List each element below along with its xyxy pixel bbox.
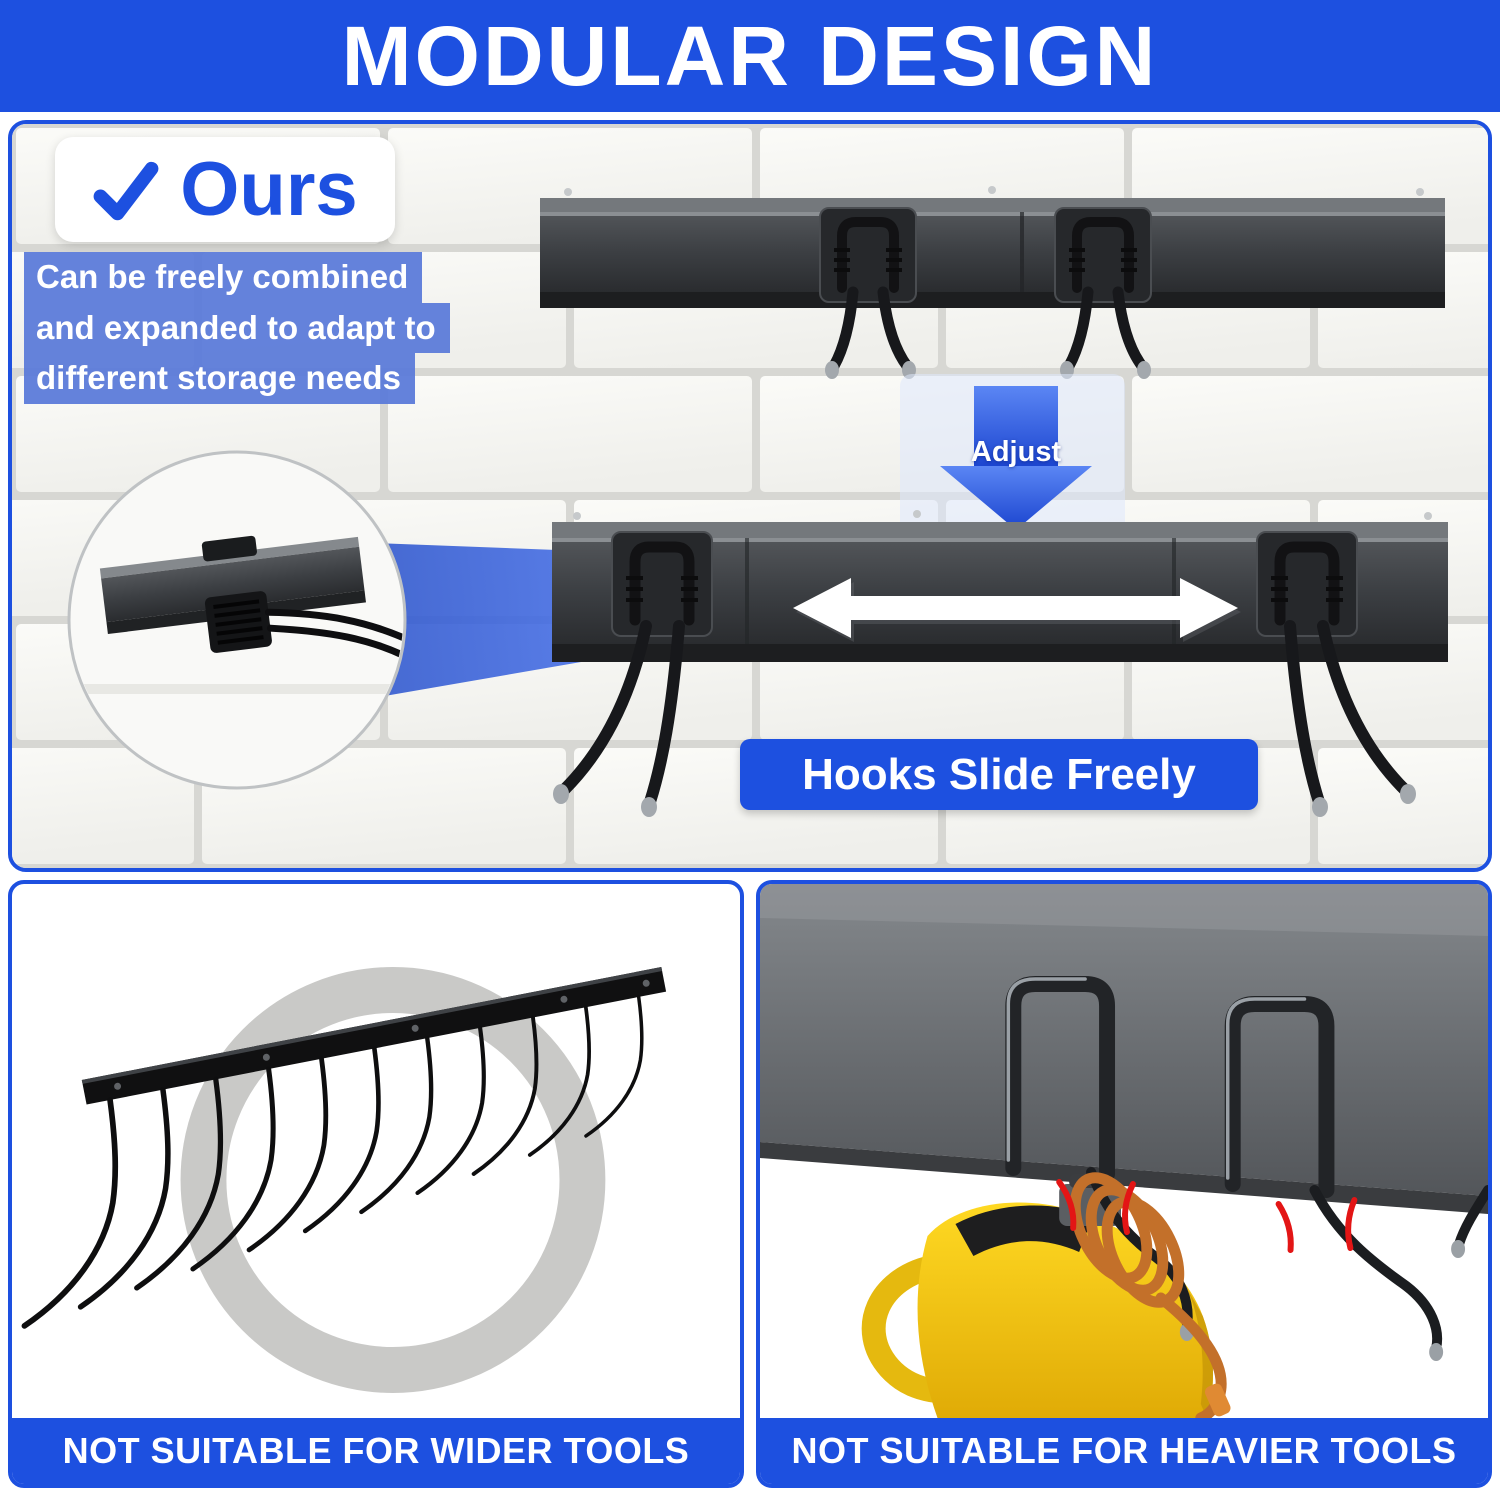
- comparison-panels: NOT SUITABLE FOR WIDER TOOLS: [8, 880, 1492, 1488]
- slide-double-arrow-icon: [793, 578, 1241, 642]
- right-hook-arm: [1309, 1185, 1488, 1361]
- description-line: Can be freely combined: [24, 252, 423, 303]
- zoom-inset-circle: [67, 450, 407, 790]
- prohibition-ring-icon: [180, 967, 606, 1393]
- heavier-tools-panel: NOT SUITABLE FOR HEAVIER TOOLS: [756, 880, 1492, 1488]
- header-banner: MODULAR DESIGN: [0, 0, 1500, 112]
- wider-tools-illustration: [12, 967, 667, 1393]
- wider-tools-panel: NOT SUITABLE FOR WIDER TOOLS: [8, 880, 744, 1488]
- hooks-slide-freely-label: Hooks Slide Freely: [740, 739, 1258, 810]
- adjust-label: Adjust: [970, 436, 1062, 468]
- description-line: and expanded to adapt to: [24, 302, 450, 354]
- wider-tools-caption: NOT SUITABLE FOR WIDER TOOLS: [12, 1418, 740, 1484]
- warning-marks-icon: [1056, 1179, 1358, 1253]
- ours-label: Ours: [180, 146, 358, 232]
- heavier-tools-illustration: [760, 884, 1488, 1418]
- square-hooks: [1005, 976, 1335, 1198]
- tool-rail-panel: [760, 884, 1488, 1214]
- page-title: MODULAR DESIGN: [341, 9, 1159, 103]
- ours-badge: Ours: [55, 137, 395, 242]
- top-rail: [540, 186, 1445, 308]
- rail-scene: [67, 186, 1448, 868]
- heavier-tools-caption: NOT SUITABLE FOR HEAVIER TOOLS: [760, 1418, 1488, 1484]
- cable-plug: [1204, 1383, 1231, 1417]
- description-text: Can be freely combined and expanded to a…: [24, 252, 450, 404]
- wire-shelf-rack: [12, 967, 667, 1326]
- top-rail-hook-right: [1055, 208, 1151, 379]
- top-rail-hook-left: [820, 208, 916, 379]
- modular-design-figure: Ours Can be freely combined and expanded…: [8, 120, 1492, 872]
- checkmark-icon: [93, 161, 159, 220]
- adjust-down-arrow-icon: [900, 374, 1125, 536]
- description-line: different storage needs: [24, 353, 415, 404]
